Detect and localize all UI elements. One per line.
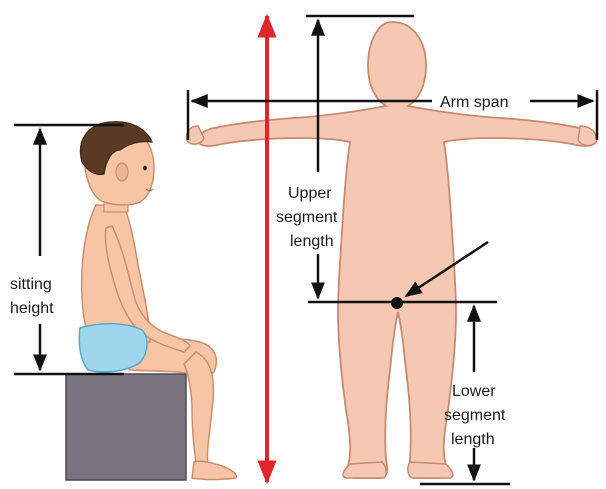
sitting-child-figure — [66, 122, 236, 480]
upper-segment-line-3: length — [290, 233, 334, 250]
arm-span-label: Arm span — [440, 94, 508, 111]
sitting-height-line-1: sitting — [10, 276, 52, 293]
upper-segment-line-1: Upper — [288, 185, 332, 202]
left-foot — [343, 462, 386, 478]
child-ear — [116, 163, 128, 181]
right-hand — [578, 126, 596, 146]
lower-segment-line-3: length — [451, 431, 495, 448]
standing-body-outline — [198, 22, 597, 478]
child-foot — [192, 461, 236, 479]
sitting-height-line-2: height — [10, 300, 54, 317]
upper-segment-label: Upper segment length — [276, 185, 342, 250]
child-diaper — [79, 324, 147, 372]
seat-box — [66, 374, 186, 480]
lower-segment-line-2: segment — [444, 407, 506, 424]
upper-segment-line-2: segment — [276, 209, 338, 226]
child-eye — [143, 166, 147, 171]
lower-segment-label: Lower segment length — [444, 383, 510, 448]
standing-figure — [186, 22, 596, 478]
right-foot — [408, 462, 453, 478]
lower-segment-line-1: Lower — [452, 383, 496, 400]
sitting-height-label: sitting height — [10, 276, 56, 317]
child-lower-leg — [184, 352, 213, 464]
